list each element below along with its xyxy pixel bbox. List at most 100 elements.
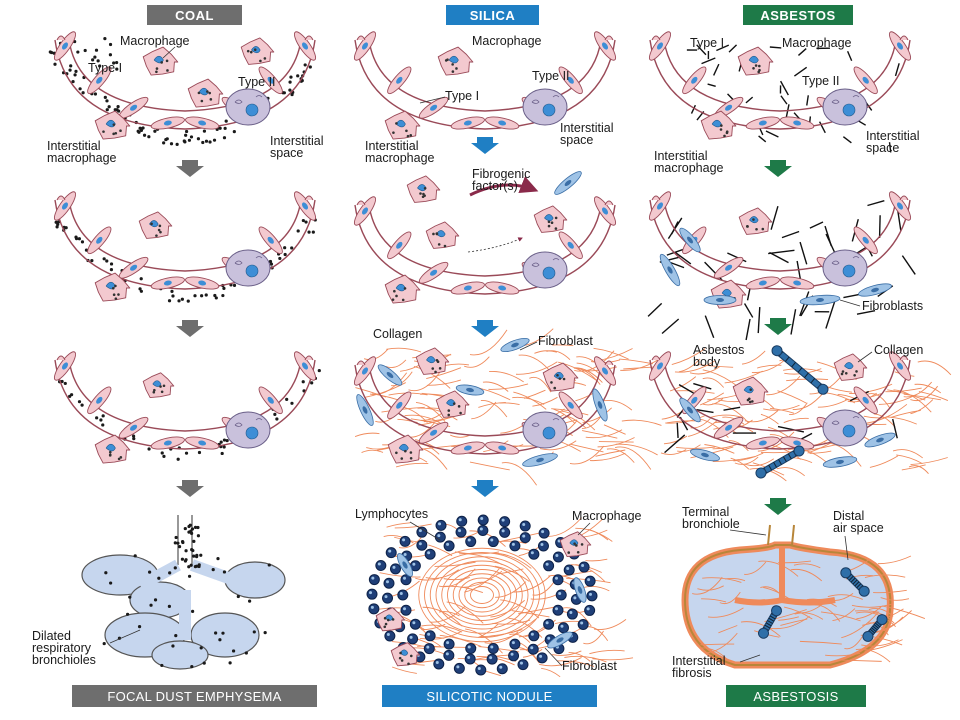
wall-tip [651, 355, 661, 361]
collagen-strand [760, 413, 779, 425]
particle [409, 451, 413, 454]
particle [423, 187, 427, 190]
dust-particle [268, 259, 273, 264]
lymphocyte-highlight [438, 522, 442, 526]
collagen-strand [790, 568, 823, 582]
particle [395, 294, 398, 298]
type-i-nucleus [163, 120, 172, 126]
dust-particle [98, 64, 102, 68]
dust-particle [94, 48, 99, 52]
lymphocyte-highlight [554, 607, 558, 611]
lymphocyte-highlight [458, 518, 462, 522]
collagen-strand [892, 449, 923, 459]
collagen-strand [855, 611, 896, 627]
collagen-strand [385, 359, 407, 369]
fibrogenic-arrow [469, 176, 539, 197]
lymphocyte-highlight [581, 564, 585, 568]
asbestos-body-band [773, 461, 778, 468]
dust-particle [248, 599, 252, 603]
particle [421, 195, 425, 199]
label-lymphocytes: Lymphocytes [355, 507, 428, 521]
fibroblast [397, 553, 413, 577]
fiber [758, 135, 767, 143]
wall-tip [304, 35, 314, 41]
dust-particle [214, 631, 218, 635]
leader-line [577, 522, 591, 536]
dust-particle [204, 293, 208, 297]
collagen-strand [908, 465, 929, 474]
particle [162, 384, 166, 388]
lymphocyte [416, 539, 428, 551]
alveolar-wall-inner [663, 199, 897, 272]
coal-interstitial-macrophage [94, 434, 131, 464]
type-i-nucleus [793, 120, 802, 126]
collagen-strand [539, 440, 577, 451]
fibroblast [592, 388, 608, 422]
particle [459, 411, 462, 415]
lymphocyte [382, 592, 394, 604]
type-ii-cell [522, 411, 568, 449]
collagen-strand [757, 364, 782, 369]
asbestos-body [758, 605, 782, 639]
fiber [846, 50, 853, 62]
fiber [779, 80, 789, 96]
collagen-strand [854, 610, 880, 613]
dust-particle [186, 299, 190, 303]
particle [114, 284, 117, 288]
lymphocyte-highlight [388, 549, 392, 553]
collagen-strand [564, 655, 607, 663]
dust-particle [221, 631, 225, 635]
type-i-nucleus [198, 120, 207, 126]
type-ii-granules [234, 256, 263, 265]
collagen-strand [869, 455, 899, 468]
particle [404, 449, 407, 453]
lymphocyte-highlight [409, 635, 413, 639]
collagen-fibers [692, 555, 926, 663]
fibroblast [659, 253, 681, 287]
type-i-nucleus [601, 42, 609, 50]
asbestos-body-band [873, 624, 879, 629]
collagen-strand [784, 606, 813, 620]
lymphocyte-highlight [480, 517, 484, 521]
collagen-strand [707, 607, 744, 618]
lymphocyte-highlight [580, 621, 584, 625]
collagen-strand [896, 454, 923, 464]
particle [754, 64, 758, 67]
lymphocyte-highlight [545, 562, 549, 566]
lymphocyte-highlight [489, 656, 493, 660]
collagen-strand [433, 631, 461, 640]
particle [844, 371, 848, 375]
collagen-strand [712, 456, 755, 463]
dust-particle [49, 50, 54, 55]
collagen-strand [469, 329, 508, 356]
collagen-strand [663, 435, 688, 445]
macrophage-nucleus [152, 380, 162, 387]
particle [554, 227, 558, 230]
alveolar-wall-inner [68, 39, 302, 112]
dust-particle [99, 418, 103, 422]
collagen-strand [743, 599, 765, 605]
particle [392, 131, 395, 134]
asbestosis-lobule [681, 524, 894, 669]
dust-particle [301, 380, 305, 384]
collagen-strand [558, 361, 599, 382]
type-i-nucleus [267, 396, 274, 404]
dust-particle [174, 535, 178, 540]
asbestos-body-end [793, 445, 805, 457]
collagen-strand [757, 431, 795, 452]
dust-particle [283, 252, 287, 257]
collagen-strand [552, 344, 574, 347]
asbestos-body-band [871, 627, 877, 632]
dust-particle [138, 287, 142, 291]
lymphocyte [537, 540, 549, 552]
alveolar-wall-inner [368, 204, 602, 277]
dust-particle [224, 119, 228, 123]
dust-particle [181, 540, 185, 545]
lymphocyte-highlight [555, 553, 559, 557]
collagen-strand [799, 640, 842, 645]
lymphocyte-highlight [392, 565, 396, 569]
dust-particle [222, 136, 227, 140]
header-label-asbestos: ASBESTOS [760, 8, 835, 23]
coal-interstitial-macrophage [94, 272, 131, 302]
particle [400, 457, 404, 460]
